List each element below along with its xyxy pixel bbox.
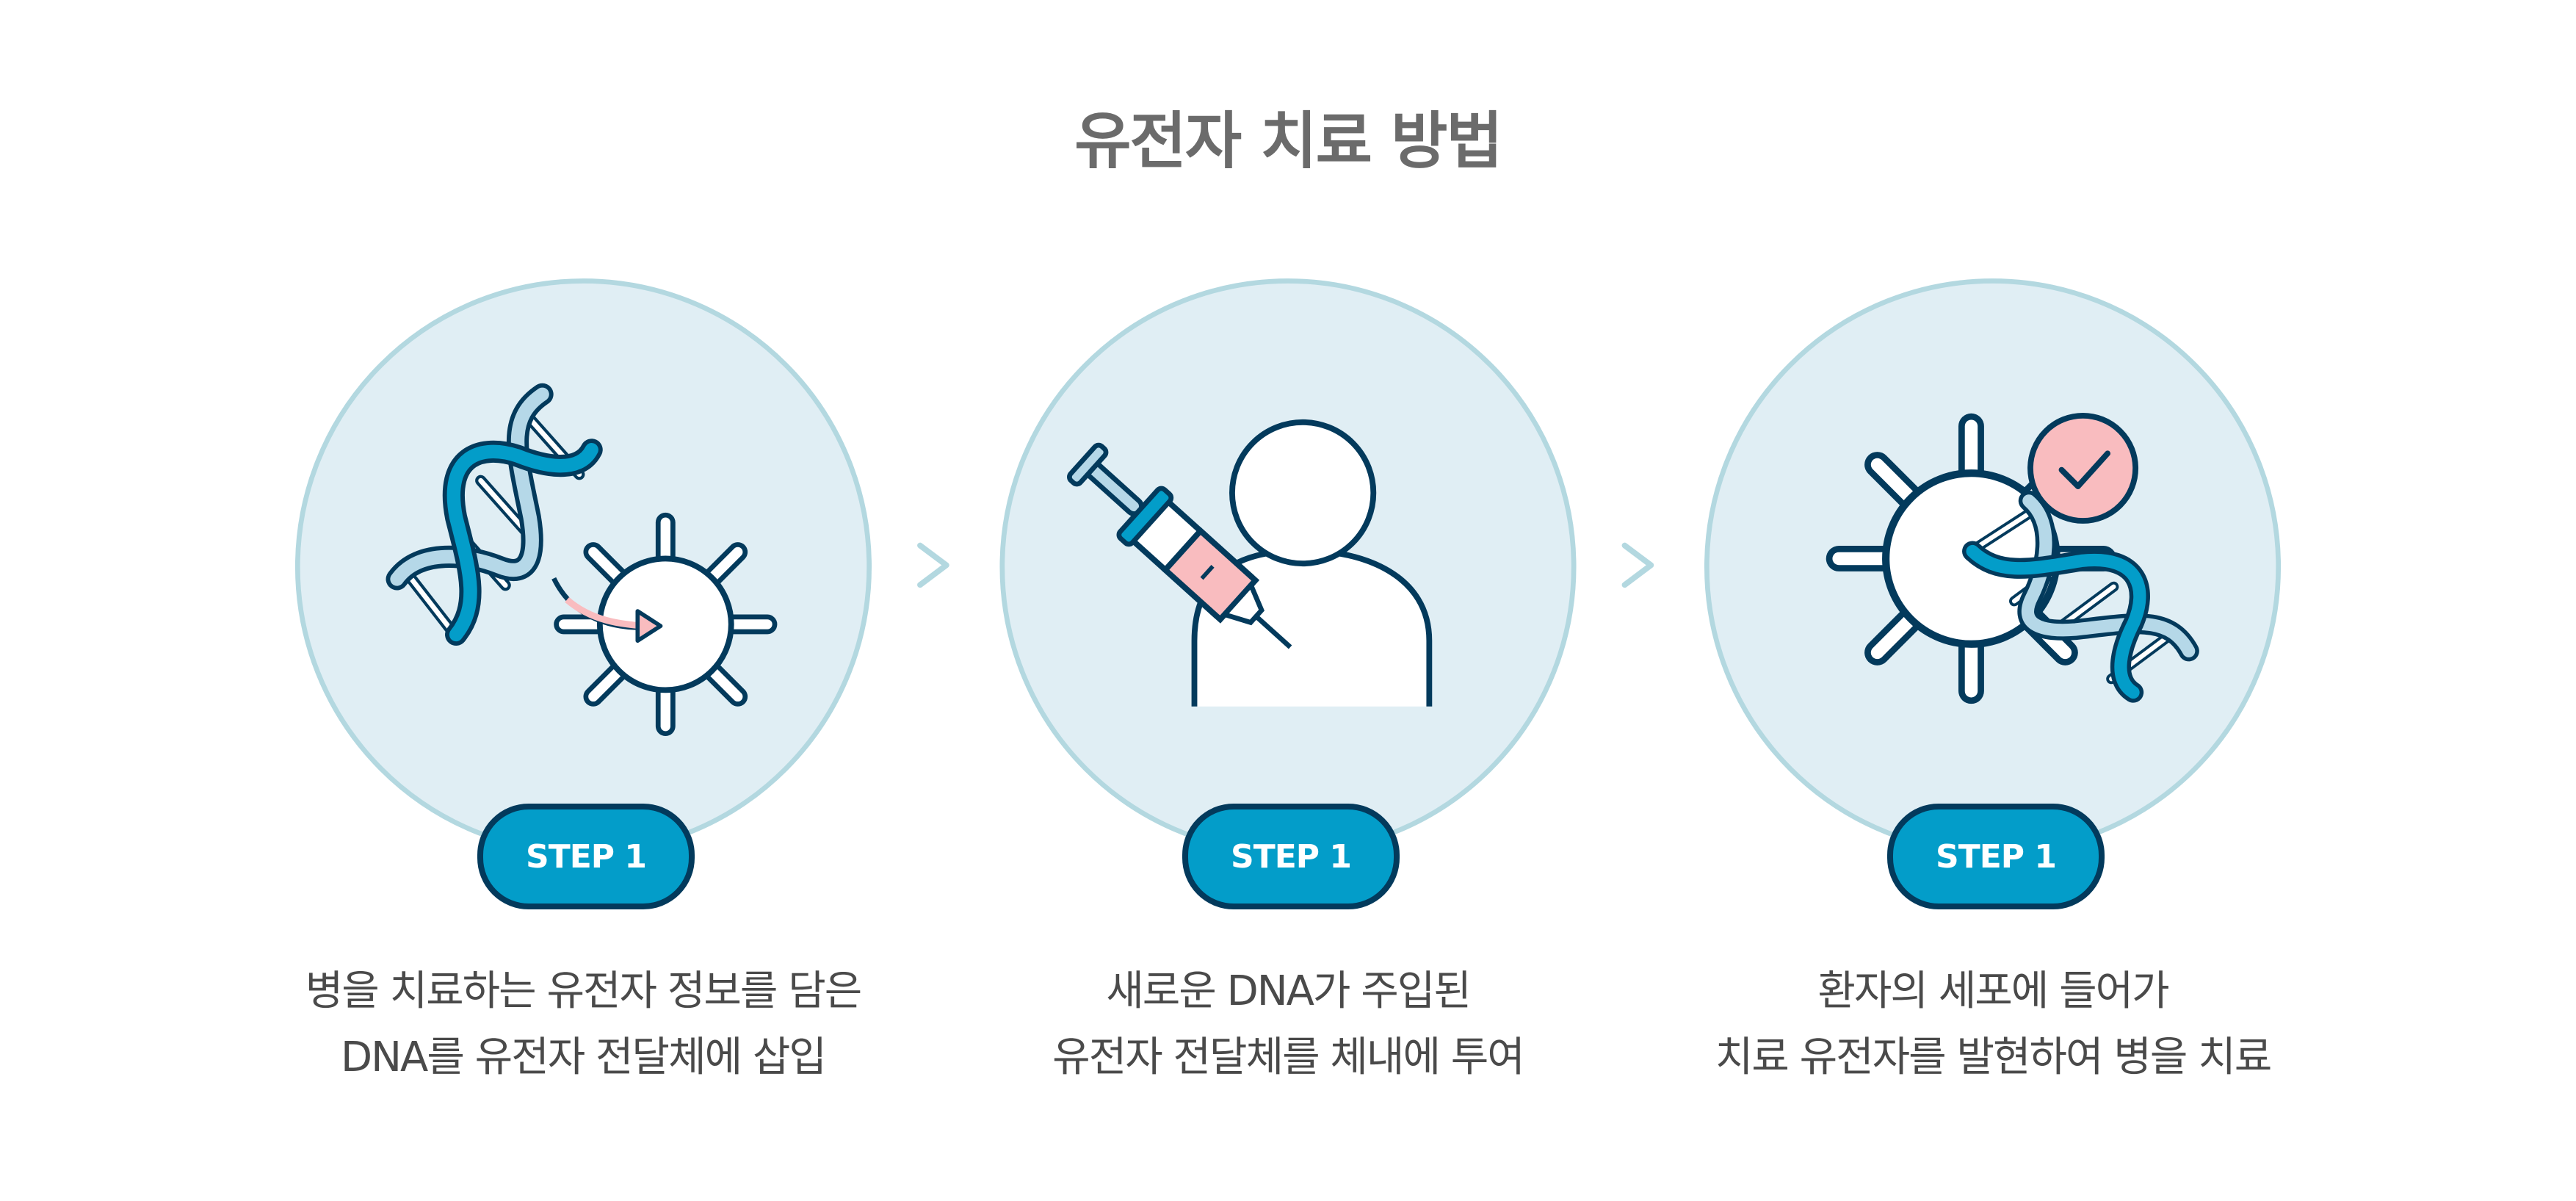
page-title: 유전자 치료 방법: [1074, 105, 1502, 177]
step-description-line: 환자의 세포에 들어가: [1817, 967, 2169, 1015]
step-badge-1: STEP 1: [477, 804, 695, 909]
step-description-line: 새로운 DNA가 주입된: [1106, 967, 1472, 1015]
step-description-line: 치료 유전자를 발현하여 병을 치료: [1715, 1034, 2272, 1081]
chevron-right-icon: [917, 542, 949, 588]
step-description-line: 병을 치료하는 유전자 정보를 담은: [305, 967, 862, 1015]
step-description-line: 유전자 전달체를 체내에 투여: [1052, 1034, 1525, 1081]
step-description-line: DNA를 유전자 전달체에 삽입: [341, 1034, 827, 1081]
cell-dna-check-icon: [1839, 412, 2201, 697]
step-description-1: 병을 치료하는 유전자 정보를 담은 DNA를 유전자 전달체에 삽입: [216, 959, 950, 1091]
step-description-2: 새로운 DNA가 주입된 유전자 전달체를 체내에 투여: [921, 959, 1655, 1091]
chevron-right-icon: [1621, 542, 1654, 588]
step-description-3: 환자의 세포에 들어가 치료 유전자를 발현하여 병을 치료: [1626, 959, 2360, 1091]
step-badge-2: STEP 1: [1182, 804, 1400, 909]
step-circle-1: [294, 278, 872, 856]
dna-to-cell-icon: [397, 394, 767, 726]
injection-person-icon: [1067, 419, 1433, 707]
step-badge-3: STEP 1: [1887, 804, 2105, 909]
